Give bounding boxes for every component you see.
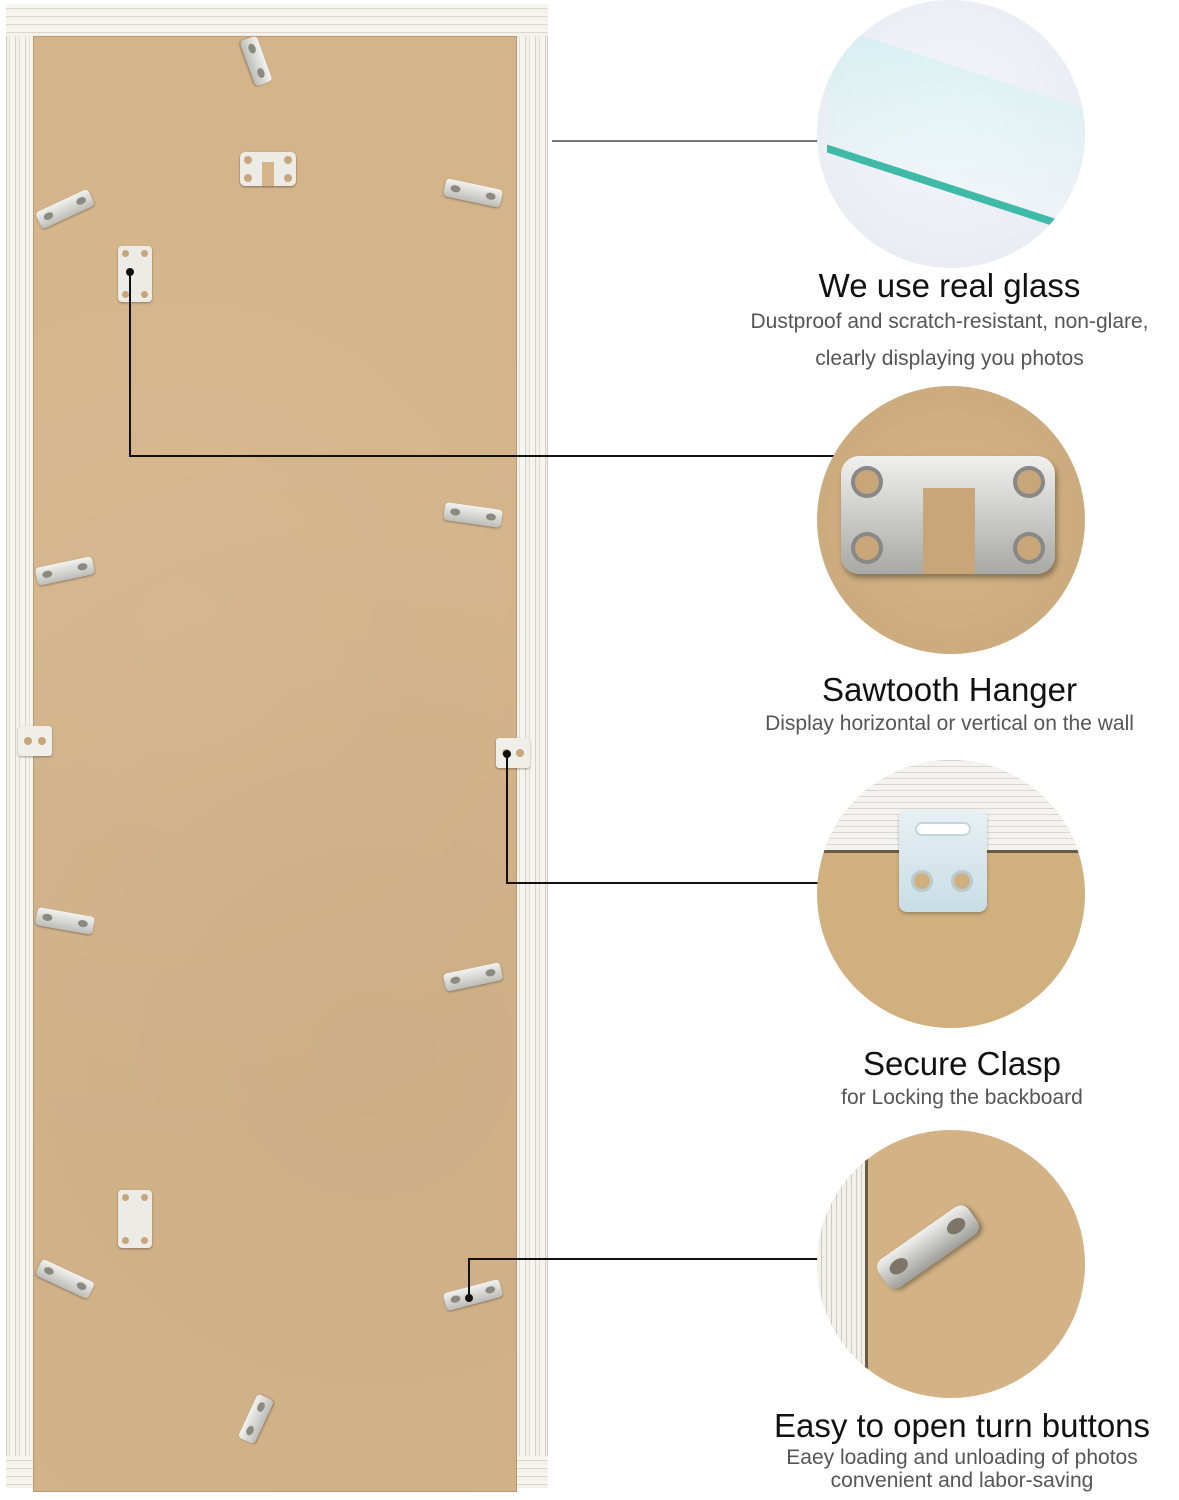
leader-line-turn <box>468 1258 470 1298</box>
leader-line-clasp <box>506 754 508 884</box>
sawtooth-hanger-vertical <box>118 246 152 302</box>
side-clasp <box>496 738 530 768</box>
feature-title: We use real glass <box>818 267 1081 304</box>
feature-sawtooth-hanger: Sawtooth Hanger Display horizontal or ve… <box>720 671 1179 736</box>
sawtooth-hanger-vertical <box>118 1190 152 1248</box>
turn-button-closeup-image <box>817 1130 1085 1398</box>
turn-button-icon <box>873 1201 983 1293</box>
feature-title: Sawtooth Hanger <box>822 671 1077 708</box>
sawtooth-hanger-icon <box>841 456 1055 574</box>
feature-title: Secure Clasp <box>862 1045 1062 1082</box>
feature-title: Easy to open turn buttons <box>773 1407 1151 1444</box>
feature-subtitle: for Locking the backboard <box>841 1086 1083 1110</box>
sawtooth-hanger <box>240 152 296 186</box>
frame-rail-top <box>6 4 548 36</box>
side-clasp <box>18 726 52 756</box>
sawtooth-hanger-closeup-image <box>817 386 1085 654</box>
leader-dot <box>465 1294 473 1302</box>
feature-secure-clasp: Secure Clasp for Locking the backboard <box>720 1045 1179 1110</box>
leader-line-clasp <box>506 882 818 884</box>
feature-subtitle: Eaey loading and unloading of photos <box>786 1446 1138 1470</box>
clasp-icon <box>899 810 987 912</box>
leader-line-hanger <box>129 272 131 456</box>
feature-turn-buttons: Easy to open turn buttons Eaey loading a… <box>720 1407 1179 1493</box>
feature-glass: We use real glass Dustproof and scratch-… <box>720 267 1179 371</box>
leader-line-hanger <box>129 455 835 457</box>
feature-subtitle: Display horizontal or vertical on the wa… <box>765 712 1134 736</box>
feature-subtitle: clearly displaying you photos <box>815 347 1084 371</box>
leader-line-glass <box>552 140 818 142</box>
backboard <box>33 36 517 1492</box>
feature-subtitle: Dustproof and scratch-resistant, non-gla… <box>750 310 1149 334</box>
feature-subtitle: convenient and labor-saving <box>830 1469 1094 1493</box>
glass-pane-icon <box>827 24 1085 244</box>
clasp-closeup-image <box>817 760 1085 1028</box>
leader-line-turn <box>468 1258 820 1260</box>
glass-closeup-image <box>817 0 1085 268</box>
